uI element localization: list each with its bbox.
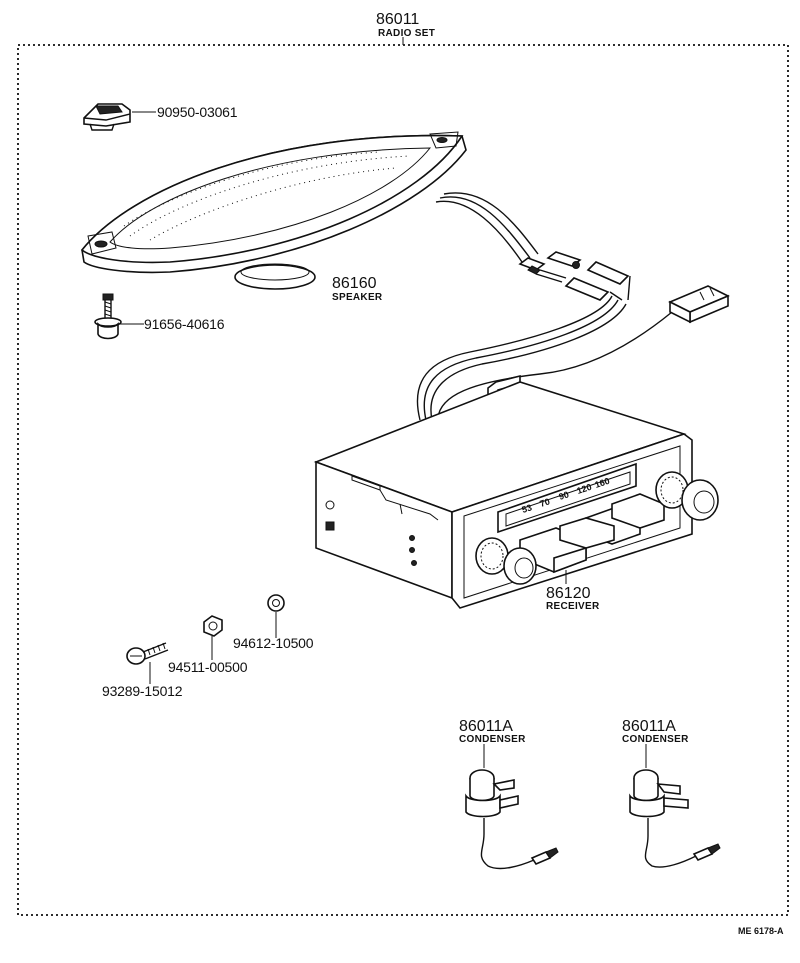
footer-code: ME 6178-A: [738, 926, 784, 936]
receiver-part-number: 86120: [546, 585, 591, 602]
speaker-part-number: 86160: [332, 275, 377, 292]
clip-part-number: 90950-03061: [157, 104, 238, 120]
receiver-wires: [416, 261, 730, 421]
nut-part-number: 94511-00500: [168, 659, 248, 675]
condenser-right-part-number: 86011A: [622, 718, 676, 735]
dial-mark-1: 53: [521, 502, 534, 515]
speaker-wires: [435, 192, 582, 283]
dial-mark-2: 70: [539, 496, 552, 509]
condenser-left: [465, 769, 559, 870]
assembly-part-number: 86011: [376, 11, 419, 28]
nut: [203, 615, 223, 637]
dial-mark-5: 160: [594, 476, 611, 490]
receiver: [313, 374, 719, 609]
speaker: [80, 131, 467, 290]
condenser-right: [629, 769, 721, 868]
condenser-left-part-number: 86011A: [459, 718, 513, 735]
washer-part-number: 94612-10500: [233, 635, 314, 651]
screw: [126, 642, 169, 665]
bolt: [94, 293, 122, 340]
assembly-frame: [17, 44, 789, 916]
dial-mark-4: 120: [576, 482, 593, 496]
screw-part-number: 93289-15012: [102, 683, 183, 699]
washer: [267, 594, 285, 612]
dial-mark-3: 90: [558, 489, 571, 502]
assembly-name: RADIO SET: [378, 28, 435, 39]
speaker-name: SPEAKER: [332, 292, 383, 303]
condenser-right-name: CONDENSER: [622, 734, 689, 745]
receiver-name: RECEIVER: [546, 601, 600, 612]
condenser-left-name: CONDENSER: [459, 734, 526, 745]
bolt-part-number: 91656-40616: [144, 316, 225, 332]
clip: [83, 103, 131, 131]
